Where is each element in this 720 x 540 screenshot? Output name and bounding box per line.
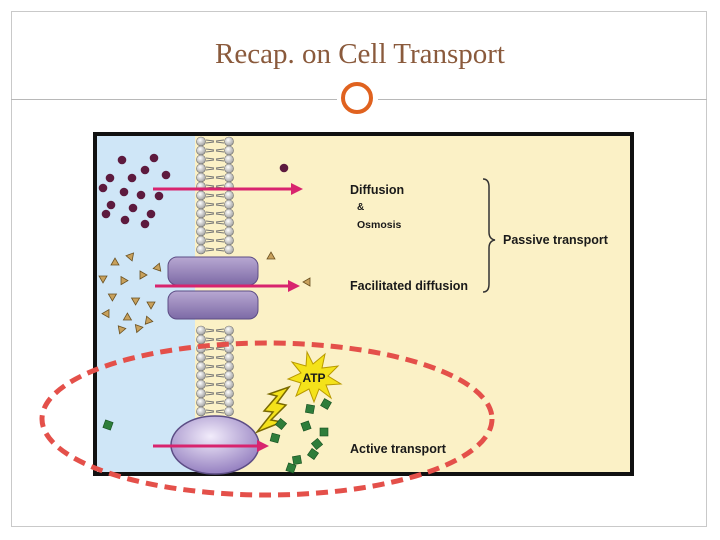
- diffusing-molecule: [140, 165, 150, 175]
- lipid-head: [196, 244, 206, 255]
- slide-frame: [11, 11, 707, 527]
- lipid-head: [196, 406, 206, 417]
- diffusing-molecule: [120, 215, 130, 225]
- facilitated-solute: [302, 277, 311, 287]
- title-ring-ornament: [341, 82, 373, 114]
- active-solute: [305, 404, 315, 414]
- diffusing-molecule: [117, 155, 127, 165]
- facilitated-solute: [139, 270, 148, 280]
- facilitated-solute: [101, 308, 110, 319]
- active-transport-label: Active transport: [350, 442, 447, 456]
- active-solute: [319, 427, 329, 437]
- atp-burst: [286, 350, 343, 404]
- facilitated-solute: [146, 301, 156, 310]
- title-rule-right: [378, 99, 707, 100]
- passive-transport-brace: [482, 178, 496, 293]
- lipid-head: [224, 244, 234, 255]
- facilitated-solute: [110, 257, 120, 266]
- diffusing-molecule: [140, 219, 150, 229]
- facilitated-solute: [266, 251, 276, 260]
- active-solute: [307, 448, 319, 460]
- active-solute: [269, 432, 281, 444]
- facilitated-solute: [120, 275, 129, 286]
- diffusing-molecule: [146, 209, 156, 219]
- lightning-bolt: [254, 385, 292, 434]
- slide-title: Recap. on Cell Transport: [215, 38, 505, 70]
- diffusion-label: Diffusion: [350, 183, 404, 197]
- passive-transport-label: Passive transport: [503, 233, 609, 247]
- diffusing-molecule: [128, 203, 138, 213]
- facilitated-solute: [117, 325, 127, 335]
- facilitated-solute: [152, 262, 162, 272]
- diffusing-molecule: [279, 163, 289, 173]
- diffusing-molecule: [98, 183, 108, 193]
- diffusing-molecule: [136, 190, 146, 200]
- active-transport-highlight: [39, 340, 495, 498]
- facilitated-solute: [144, 315, 154, 325]
- active-solute: [285, 462, 297, 474]
- active-solute: [292, 455, 302, 465]
- active-solute: [102, 419, 114, 431]
- active-transport-arrow: [153, 440, 269, 452]
- intracellular-region: [195, 136, 630, 472]
- diffusing-molecule: [161, 170, 171, 180]
- diffusing-molecule: [127, 173, 137, 183]
- title-rule-left: [11, 99, 337, 100]
- diffusing-molecule: [149, 153, 159, 163]
- facilitated-solute: [98, 275, 108, 284]
- solute-particles: [98, 153, 332, 474]
- cell-transport-diagram: ATP Diffusion & Osmosis Passive transpor…: [93, 132, 634, 476]
- facilitated-solute: [134, 323, 144, 334]
- active-solute: [300, 420, 312, 432]
- diffusing-molecule: [154, 191, 164, 201]
- atp-label: ATP: [302, 371, 325, 385]
- diffusing-molecule: [101, 209, 111, 219]
- facilitated-solute: [130, 297, 141, 306]
- facilitated-solute: [122, 312, 133, 321]
- active-solute: [320, 398, 332, 410]
- osmosis-label: Osmosis: [357, 219, 402, 231]
- diffusing-molecule: [119, 187, 129, 197]
- facilitated-arrow: [155, 280, 300, 292]
- diffusing-molecule: [105, 173, 115, 183]
- active-solute: [274, 417, 288, 431]
- ampersand-label: &: [357, 202, 364, 213]
- facilitated-solute: [107, 293, 118, 302]
- facilitated-solute: [125, 252, 135, 262]
- diffusion-arrow: [153, 183, 303, 195]
- active-solute: [310, 437, 324, 451]
- lipid-head: [224, 406, 234, 417]
- diffusing-molecule: [106, 200, 116, 210]
- facilitated-diffusion-label: Facilitated diffusion: [350, 279, 468, 293]
